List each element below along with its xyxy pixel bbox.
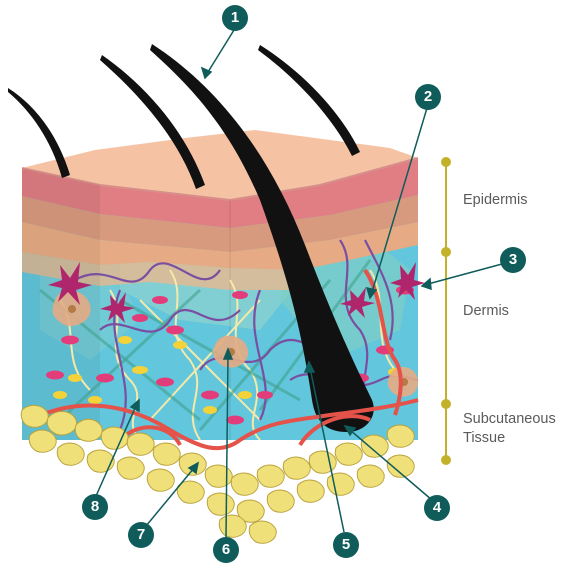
label-subcutaneous-line2: Tissue <box>463 429 505 448</box>
marker-7: 7 <box>128 522 154 548</box>
label-dermis: Dermis <box>463 302 509 321</box>
label-epidermis: Epidermis <box>463 191 527 210</box>
marker-3: 3 <box>500 247 526 273</box>
marker-8: 8 <box>82 494 108 520</box>
marker-4: 4 <box>424 495 450 521</box>
label-subcutaneous-line1: Subcutaneous <box>463 410 556 429</box>
marker-5: 5 <box>333 532 359 558</box>
marker-1: 1 <box>222 5 248 31</box>
marker-2: 2 <box>415 84 441 110</box>
marker-6: 6 <box>213 537 239 563</box>
layer-scale-bar <box>441 157 451 465</box>
